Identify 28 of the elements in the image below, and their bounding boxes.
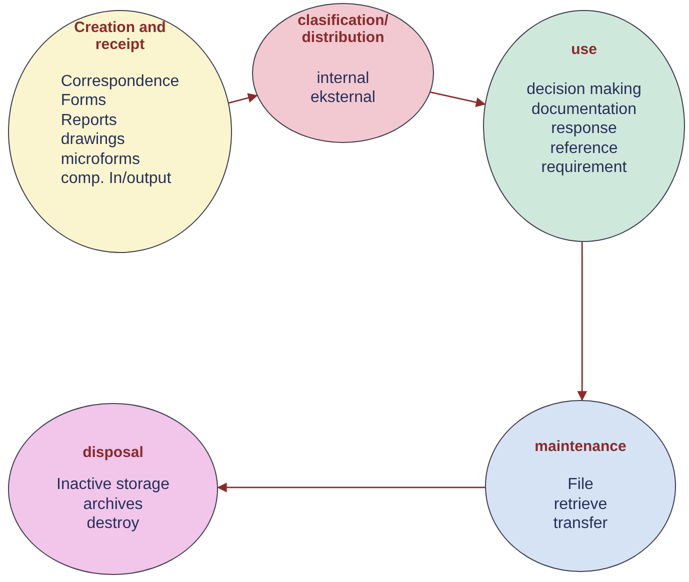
list-item: Forms bbox=[60, 91, 106, 111]
list-item: reference bbox=[550, 138, 618, 158]
stage-heading: Creation and receipt bbox=[73, 19, 167, 54]
list-item: comp. In/output bbox=[60, 169, 172, 189]
arrow bbox=[228, 93, 258, 104]
list-item: documentation bbox=[532, 100, 636, 120]
list-item: Correspondence bbox=[60, 72, 180, 92]
stage-heading: maintenance bbox=[534, 438, 626, 456]
stage-heading: clasification/ distribution bbox=[296, 12, 390, 46]
list-item: response bbox=[551, 119, 617, 139]
list-item: Inactive storage bbox=[56, 475, 170, 495]
arrow bbox=[430, 92, 486, 108]
arrow bbox=[577, 242, 587, 401]
list-item: File bbox=[568, 475, 594, 495]
list-item: eksternal bbox=[310, 88, 376, 108]
list-item: retrieve bbox=[554, 494, 608, 514]
list-item: archives bbox=[83, 494, 143, 514]
arrow bbox=[217, 482, 485, 492]
list-item: destroy bbox=[86, 514, 140, 534]
list-item: internal bbox=[316, 68, 370, 88]
list-item: requirement bbox=[541, 158, 627, 178]
stage-heading: use bbox=[571, 41, 597, 58]
list-item: Reports bbox=[60, 110, 117, 130]
list-item: transfer bbox=[553, 514, 608, 534]
list-item: drawings bbox=[60, 130, 125, 150]
list-item: decision making bbox=[526, 80, 642, 100]
list-item: microforms bbox=[60, 150, 140, 170]
stage-heading: disposal bbox=[82, 444, 144, 462]
